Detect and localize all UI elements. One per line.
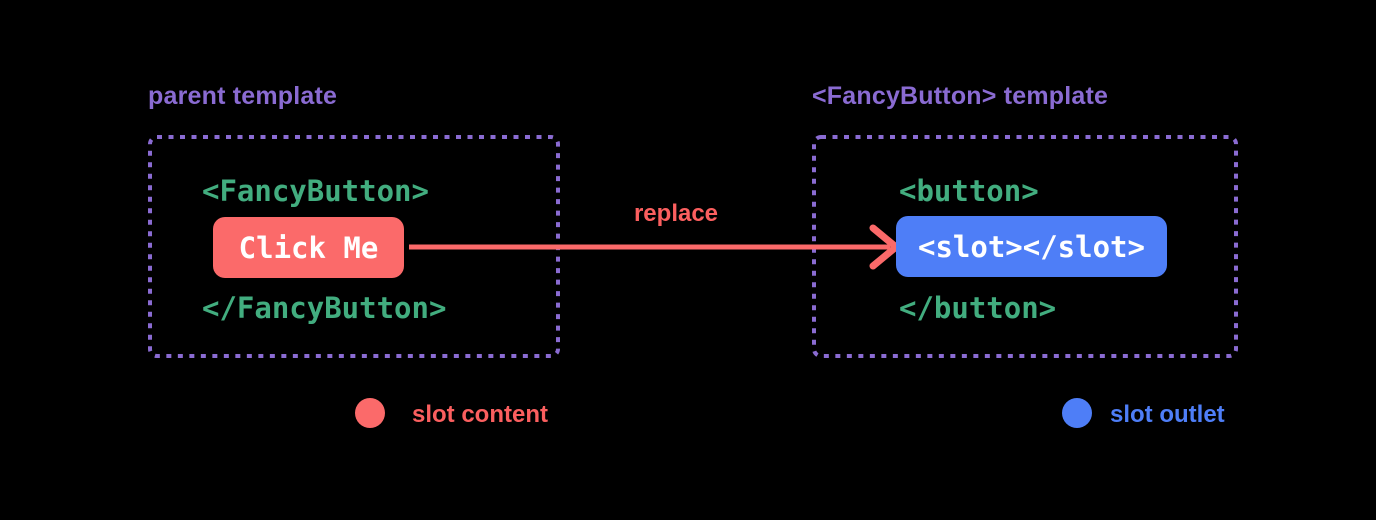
slot-outlet-legend-label: slot outlet: [1110, 401, 1225, 428]
fancybutton-template-box: [812, 135, 1238, 358]
slot-content-chip-label: Click Me: [238, 230, 379, 265]
slot-content-legend-dot: [355, 398, 385, 428]
slot-outlet-legend-dot: [1062, 398, 1092, 428]
button-close-tag: </button>: [899, 291, 1057, 325]
fancybutton-template-title: <FancyButton> template: [812, 82, 1109, 110]
slot-content-chip: Click Me: [213, 217, 404, 278]
button-open-tag: <button>: [899, 174, 1039, 208]
slot-outlet-chip: <slot></slot>: [896, 216, 1167, 277]
replace-arrow-label: replace: [633, 200, 719, 227]
fancybutton-open-tag: <FancyButton>: [202, 174, 429, 208]
parent-template-title: parent template: [148, 82, 338, 110]
fancybutton-close-tag: </FancyButton>: [202, 291, 447, 325]
slot-outlet-chip-label: <slot></slot>: [918, 229, 1145, 264]
slot-content-legend-label: slot content: [412, 401, 548, 428]
